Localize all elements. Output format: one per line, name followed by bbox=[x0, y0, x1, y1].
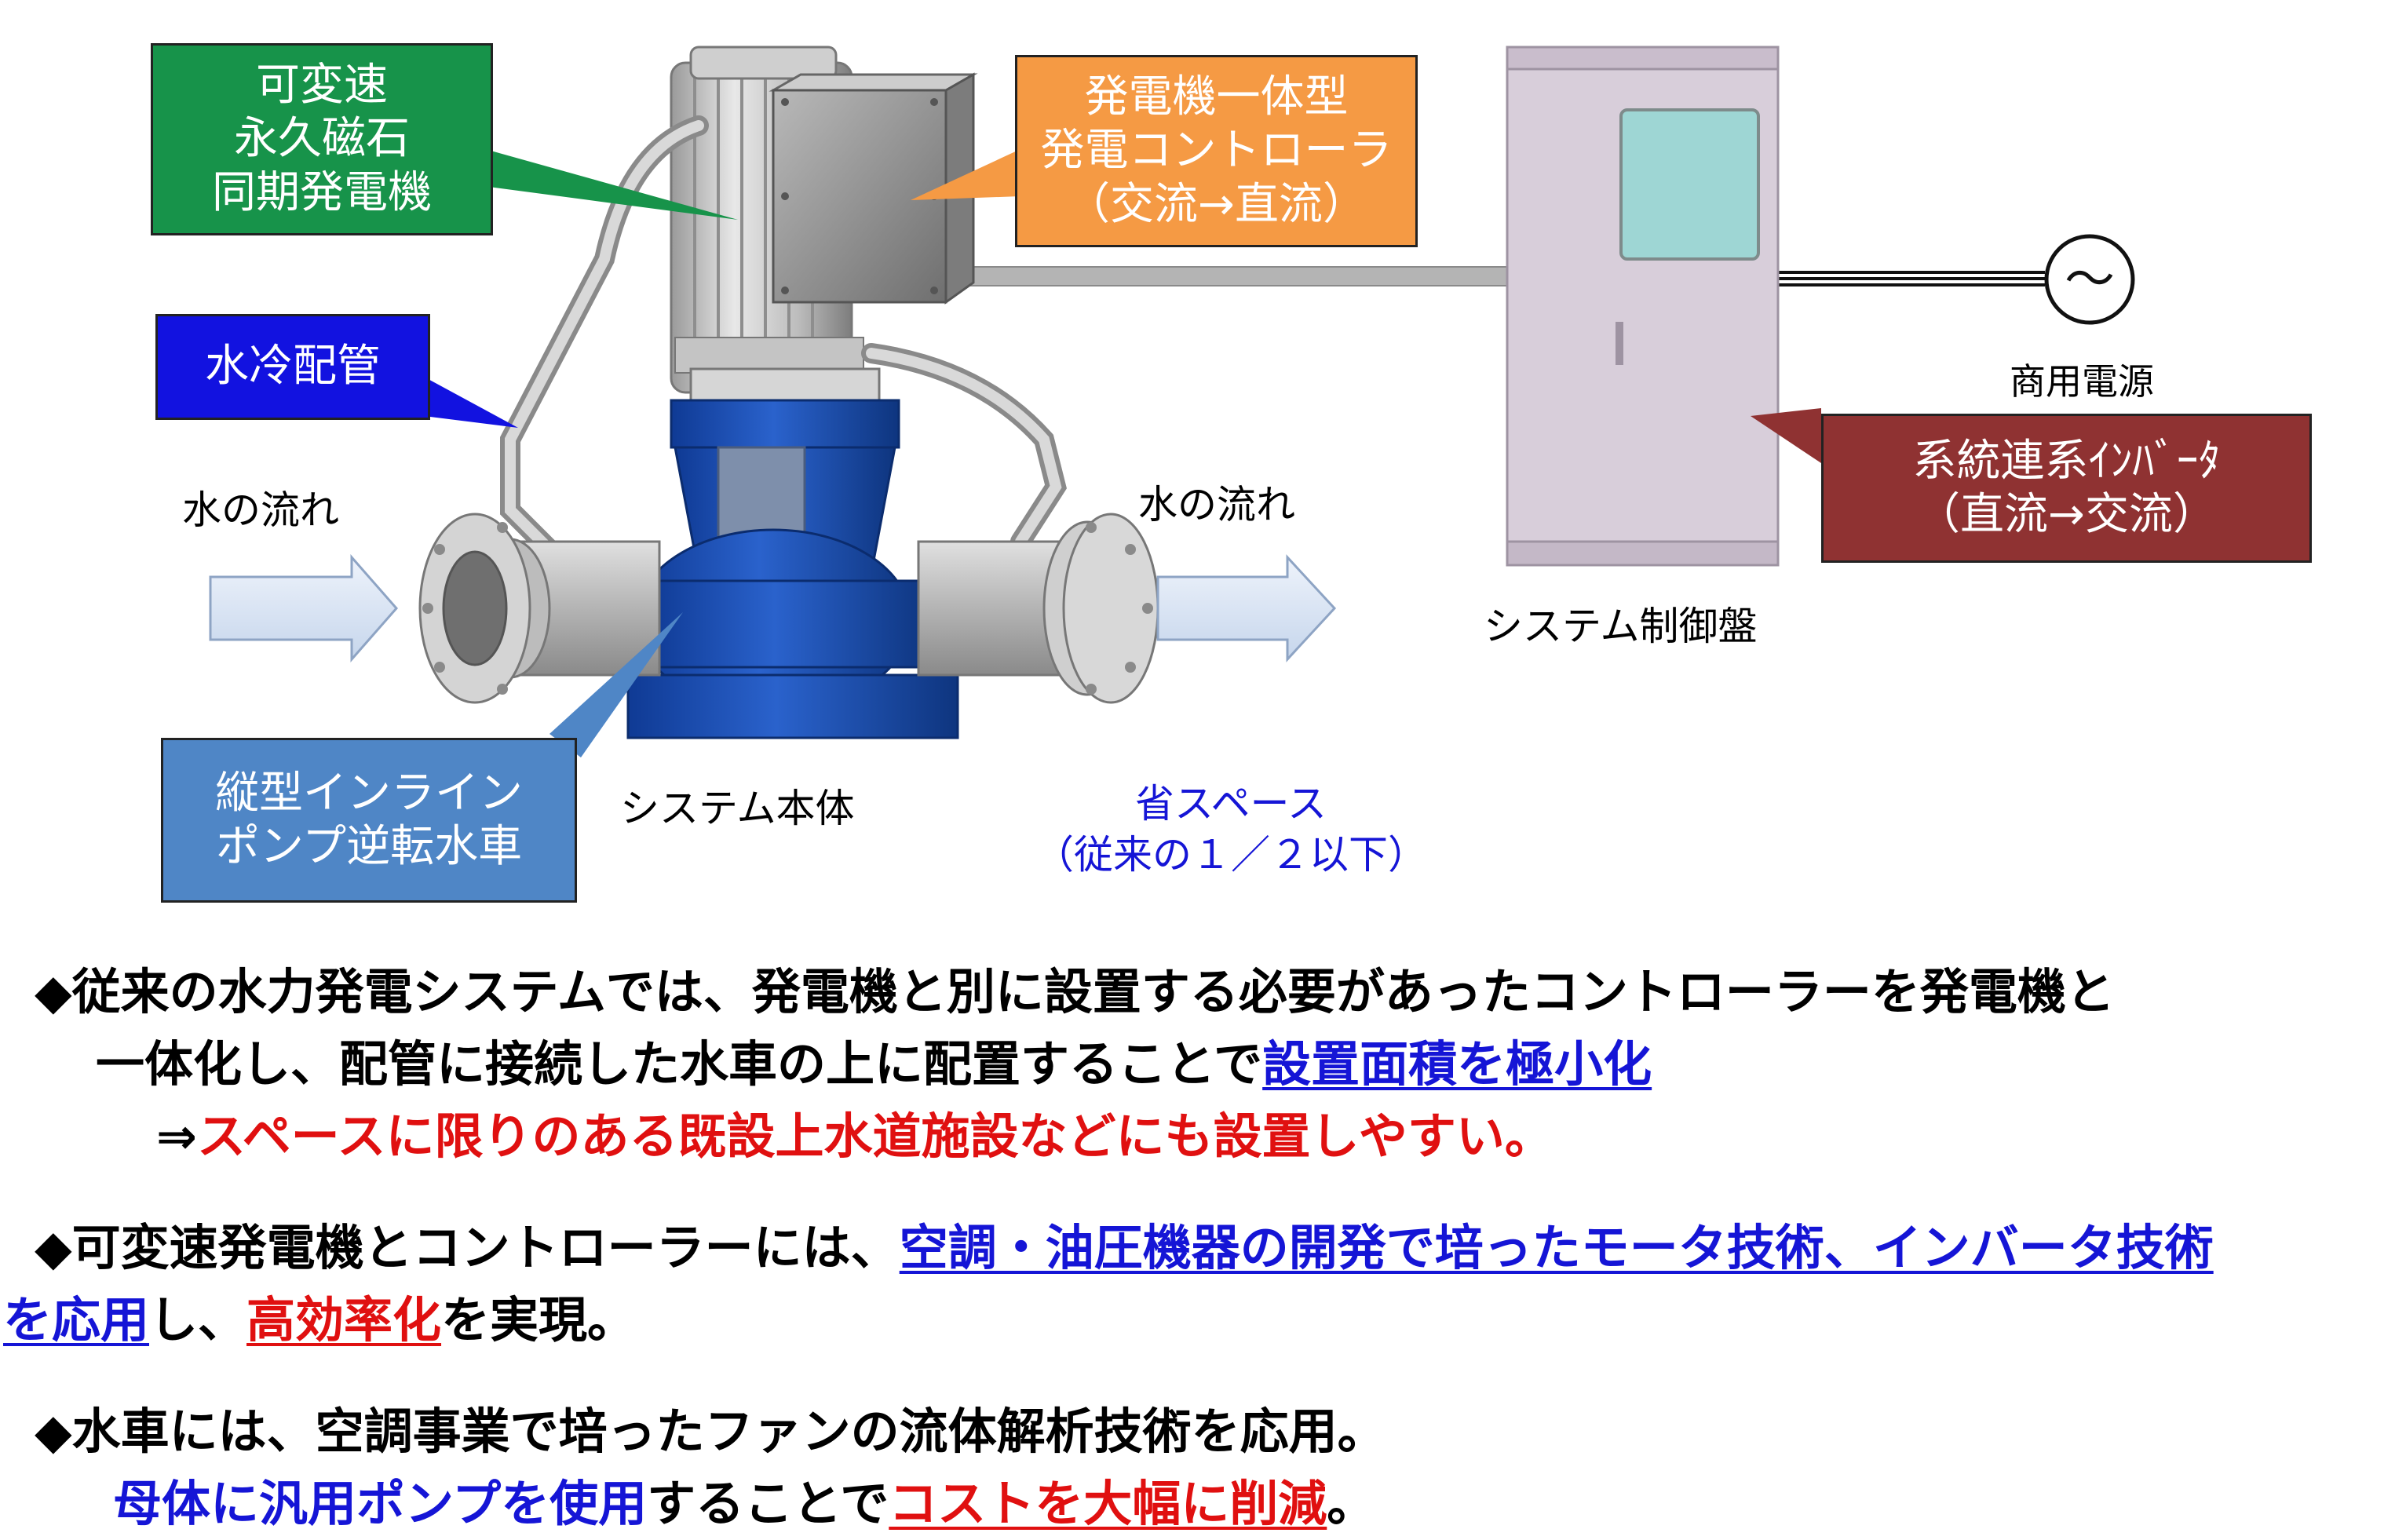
cooling-pipes-illustration bbox=[500, 115, 1067, 560]
grid-connection-wires bbox=[1778, 271, 2045, 286]
ac-power-symbol bbox=[2044, 234, 2135, 325]
water-flow-label-left: 水の流れ bbox=[182, 487, 339, 533]
pump-body-illustration bbox=[626, 367, 959, 739]
bullet3-line1: ◆水車には、空調事業で培ったファンの流体解析技術を応用。 bbox=[35, 1396, 2390, 1468]
inverter-callout-pointer bbox=[1751, 408, 1821, 463]
generator-label-line1: 可変速 bbox=[256, 60, 388, 111]
bullet2-text1: ◆可変速発電機とコントローラーには、 bbox=[35, 1219, 900, 1276]
controller-label-line1: 発電機一体型 bbox=[1084, 71, 1349, 123]
inverter-label-line2: （直流→交流） bbox=[1916, 489, 2217, 540]
diagram-illustration: ～ bbox=[209, 46, 2135, 757]
bullet2-text3: を実現。 bbox=[441, 1291, 637, 1348]
bullet2-line2: を応用し、高効率化を実現。 bbox=[3, 1284, 2390, 1356]
commercial-power-label: 商用電源 bbox=[2010, 360, 2154, 403]
bullet3-text2: することで bbox=[647, 1475, 889, 1532]
bullet2-highlight-tech: 空調・油圧機器の開発で培ったモータ技術、インバータ技術 bbox=[899, 1219, 2214, 1276]
turbine-label-box: 縦型インライン ポンプ逆転水車 bbox=[161, 738, 577, 903]
controller-label-line3: （交流→直流） bbox=[1066, 178, 1367, 230]
turbine-label-line1: 縦型インライン bbox=[215, 767, 523, 819]
bullet3-text1: ◆水車には、空調事業で培ったファンの流体解析技術を応用。 bbox=[35, 1403, 1386, 1460]
cooling-pipe-label-box: 水冷配管 bbox=[155, 314, 430, 420]
bullet2-highlight-apply: を応用 bbox=[3, 1291, 150, 1348]
bullet1-line1: ◆従来の水力発電システムでは、発電機と別に設置する必要があったコントローラーを発… bbox=[35, 956, 2390, 1028]
turbine-callout-pointer bbox=[549, 612, 683, 757]
bullet3-highlight-cost: コストを大幅に削減 bbox=[889, 1475, 1327, 1532]
bullet2-text2: し、 bbox=[149, 1291, 247, 1348]
inverter-label-box: 系統連系ｲﾝﾊﾞｰﾀ （直流→交流） bbox=[1821, 414, 2312, 563]
space-saving-line2: （従来の１／２以下） bbox=[1035, 832, 1427, 878]
bullet1-text1: ◆従来の水力発電システムでは、発電機と別に設置する必要があったコントローラーを発… bbox=[35, 963, 2115, 1020]
controller-callout-pointer bbox=[911, 149, 1020, 200]
bullet1-line2: 一体化し、配管に接続した水車の上に配置することで設置面積を極小化 bbox=[35, 1028, 2390, 1100]
controller-label-box: 発電機一体型 発電コントローラ （交流→直流） bbox=[1015, 55, 1418, 247]
system-body-label: システム本体 bbox=[620, 786, 855, 831]
water-flow-label-right: 水の流れ bbox=[1138, 482, 1295, 527]
controller-label-line2: 発電コントローラ bbox=[1040, 125, 1393, 177]
bullet3-line2: 母体に汎用ポンプを使用することでコストを大幅に削減。 bbox=[35, 1468, 2390, 1540]
inverter-label-line1: 系統連系ｲﾝﾊﾞｰﾀ bbox=[1912, 435, 2221, 487]
water-flow-arrow-right bbox=[1156, 554, 1337, 662]
generator-label-line2: 永久磁石 bbox=[234, 113, 410, 165]
outlet-pipe-illustration bbox=[917, 513, 1159, 704]
cable-controller-to-panel bbox=[953, 266, 1559, 286]
turbine-label-line2: ポンプ逆転水車 bbox=[215, 821, 523, 872]
ac-power-symbol-glyph: ～ bbox=[2065, 251, 2115, 309]
bullet3-highlight-pump: 母体に汎用ポンプを使用 bbox=[113, 1475, 648, 1532]
space-saving-label: 省スペース （従来の１／２以下） bbox=[1035, 779, 1427, 881]
bullet1-highlight-footprint: 設置面積を極小化 bbox=[1262, 1035, 1652, 1093]
space-saving-line1: 省スペース bbox=[1135, 781, 1327, 827]
generator-label-line3: 同期発電機 bbox=[212, 166, 432, 218]
bullet1-line3: ⇒スペースに限りのある既設上水道施設などにも設置しやすい。 bbox=[35, 1100, 2390, 1173]
cooling-callout-pointer bbox=[424, 377, 518, 428]
cooling-pipe-label: 水冷配管 bbox=[205, 341, 381, 392]
bullet2-highlight-efficiency: 高効率化 bbox=[246, 1291, 442, 1348]
bullet3-text3: 。 bbox=[1327, 1475, 1376, 1532]
bullet1-highlight-space: スペースに限りのある既設上水道施設などにも設置しやすい。 bbox=[196, 1108, 1553, 1165]
water-flow-arrow-left bbox=[209, 554, 398, 662]
bullet1-text2: 一体化し、配管に接続した水車の上に配置することで bbox=[96, 1035, 1263, 1093]
generator-label-box: 可変速 永久磁石 同期発電機 bbox=[151, 43, 493, 235]
control-panel-label: システム制御盤 bbox=[1484, 604, 1758, 649]
bullet2-line1: ◆可変速発電機とコントローラーには、空調・油圧機器の開発で培ったモータ技術、イン… bbox=[35, 1212, 2390, 1284]
bullet1-arrow: ⇒ bbox=[156, 1108, 197, 1165]
control-panel-cabinet bbox=[1506, 46, 1780, 567]
bullet-list: ◆従来の水力発電システムでは、発電機と別に設置する必要があったコントローラーを発… bbox=[3, 956, 2390, 1540]
inlet-pipe-illustration bbox=[418, 513, 661, 704]
generator-callout-pointer bbox=[471, 145, 738, 220]
